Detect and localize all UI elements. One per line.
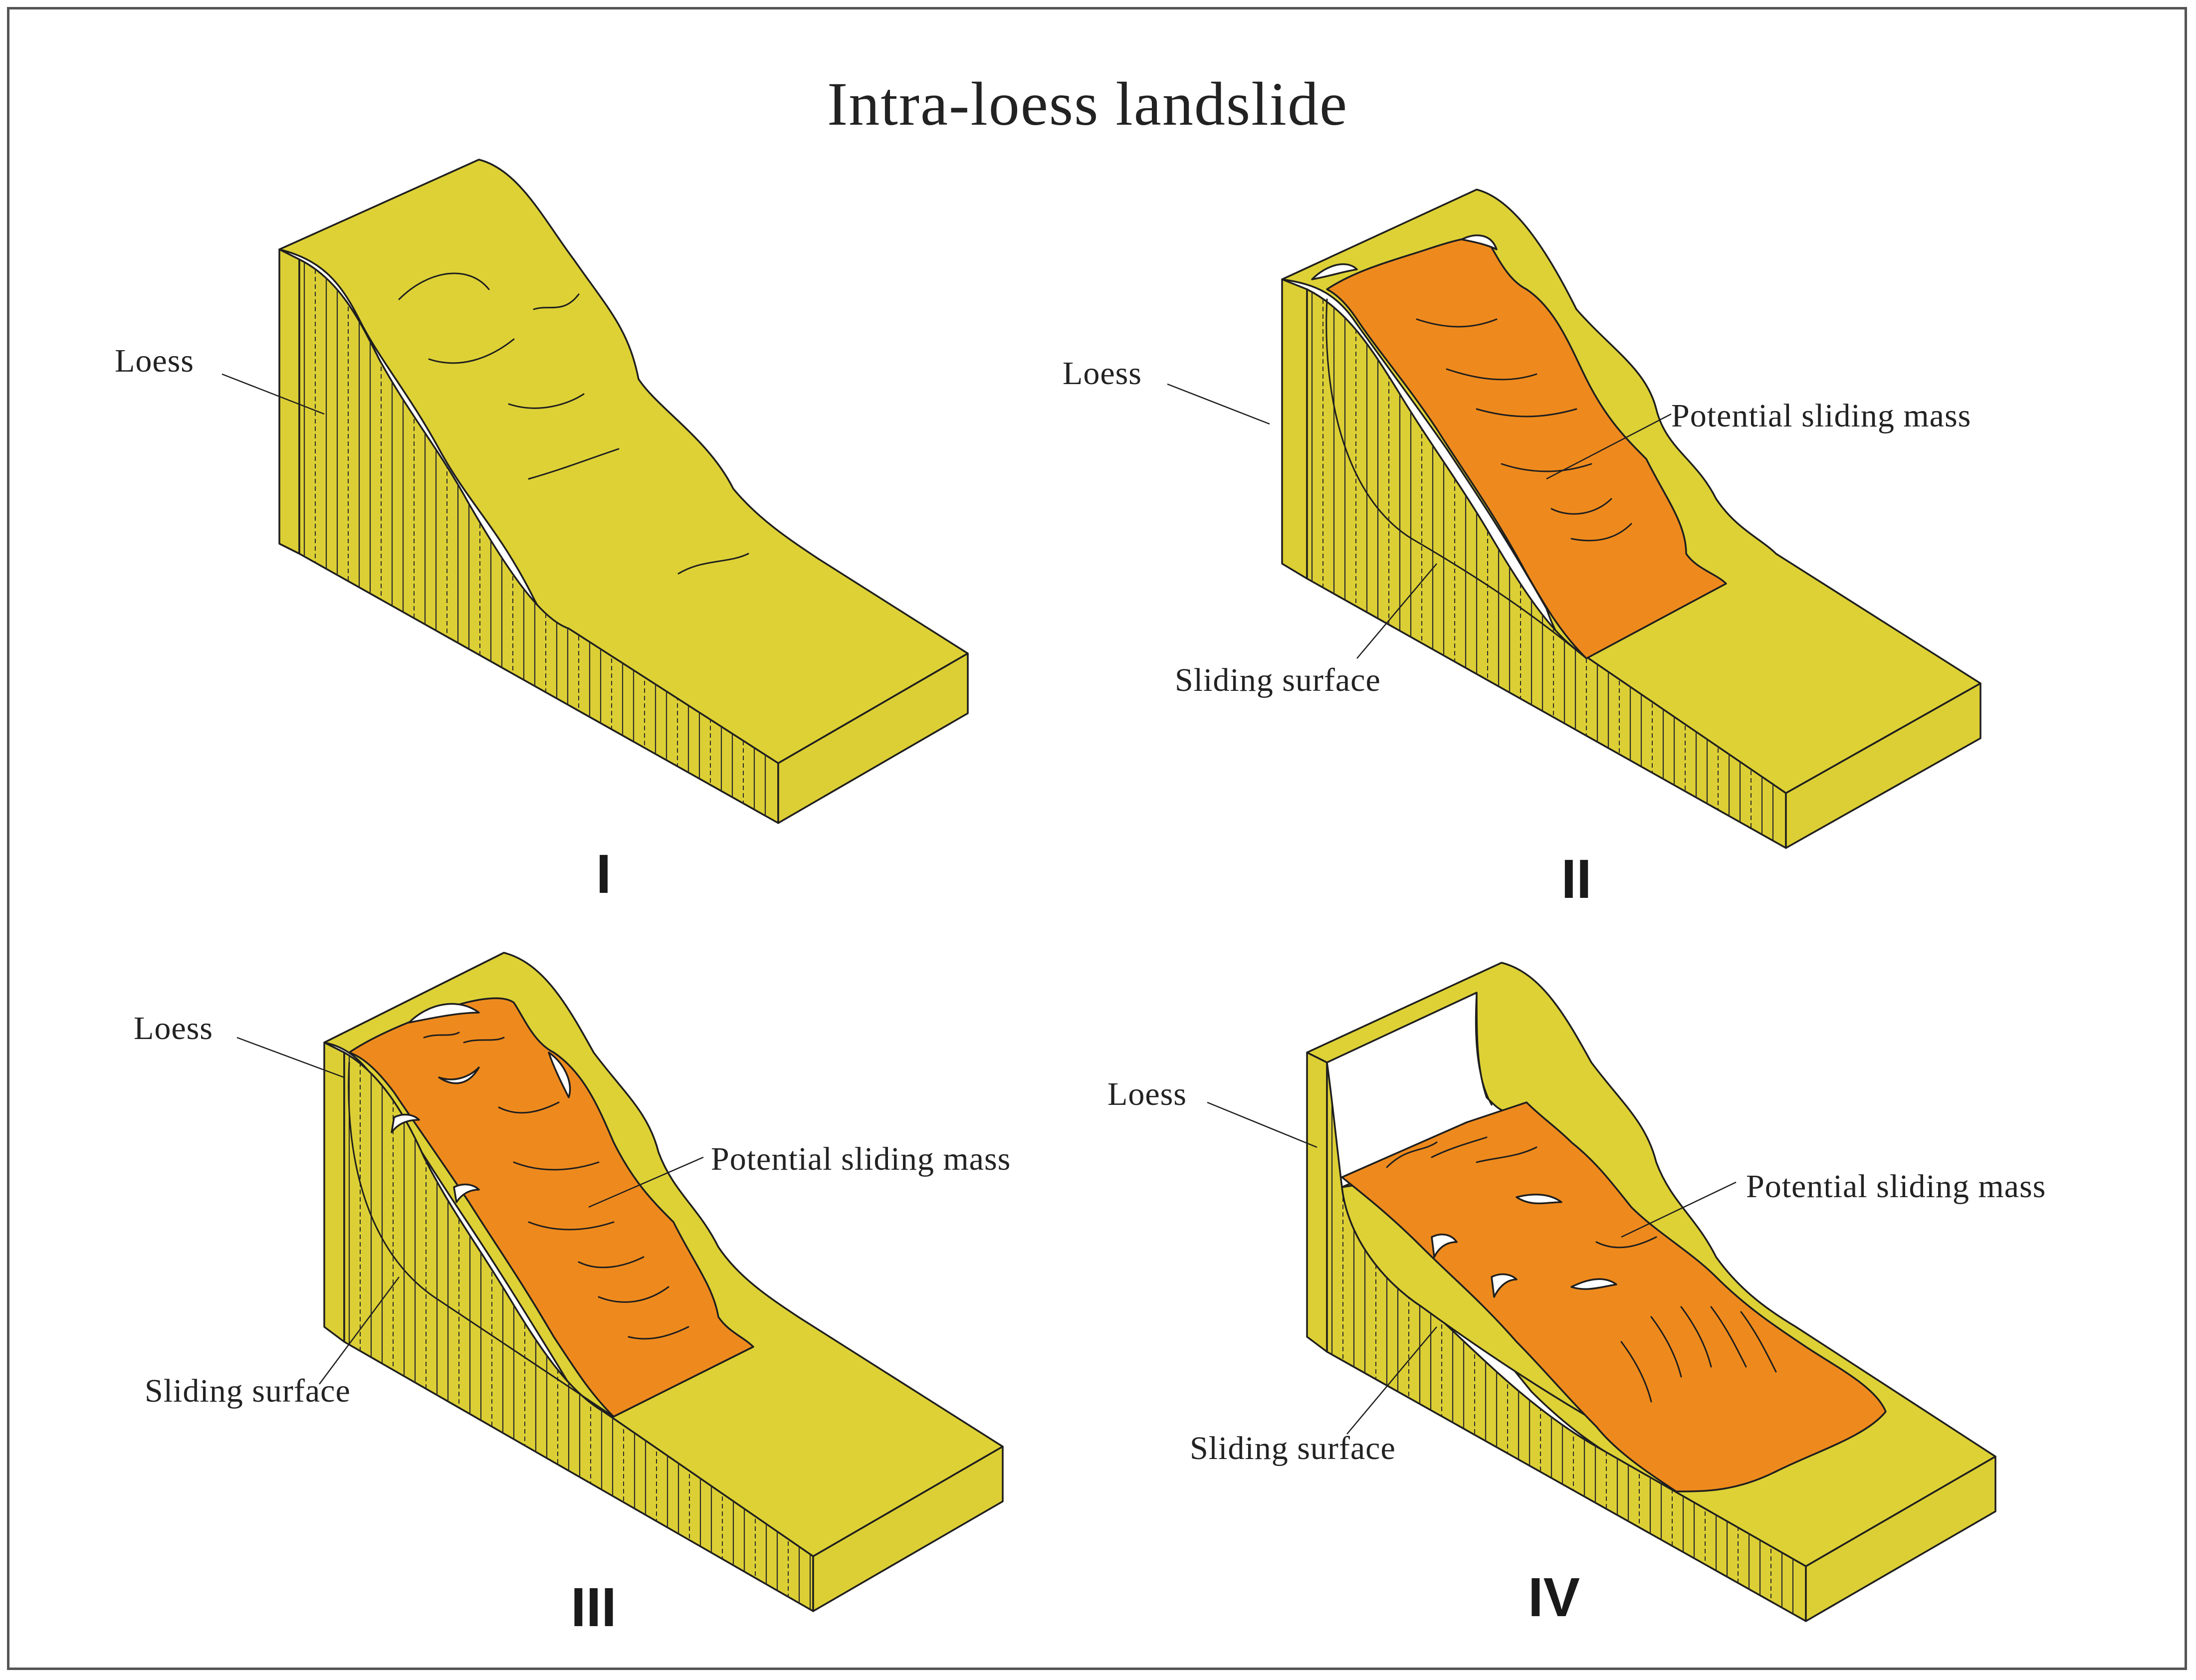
tension-crack: [438, 1066, 480, 1084]
mass-crack: [1386, 1141, 1438, 1168]
sliding-mass-label: Potential sliding mass: [1746, 1168, 2046, 1205]
tension-crack: [391, 1113, 420, 1133]
tension-crack: [1516, 1194, 1562, 1205]
scarp-crack: [408, 1003, 480, 1024]
mass-crack: [528, 1221, 615, 1231]
surface-crack: [508, 393, 585, 409]
loess-left-face: [278, 248, 300, 555]
loess-left-face: [1306, 1051, 1328, 1353]
tension-crack: [1431, 1234, 1458, 1258]
tension-crack: [1491, 1273, 1518, 1298]
loess-label: Loess: [134, 1010, 213, 1047]
mass-crack: [1595, 1236, 1657, 1249]
sliding-mass-label: Potential sliding mass: [711, 1141, 1011, 1177]
sliding-mass-leader-line: [1546, 413, 1672, 480]
mass-crack: [1650, 1316, 1682, 1378]
mass-crack: [1446, 368, 1537, 381]
panel-3: Loess Potential sliding mass Sliding sur…: [134, 952, 1011, 1638]
loess-leader-line: [1207, 1101, 1318, 1148]
scarp-crack: [1311, 263, 1358, 280]
mass-crack: [1740, 1311, 1777, 1373]
sliding-surface-trace: [348, 1061, 615, 1418]
loess-leader-line: [221, 373, 325, 415]
sliding-mass-leader-line: [1621, 1181, 1737, 1238]
scarp-edge: [1475, 992, 1493, 1106]
figure-title: Intra-loess landslide: [827, 70, 1348, 138]
panel-numeral: IV: [1528, 1567, 1580, 1628]
mass-crack: [598, 1286, 669, 1303]
loess-cross-section: [298, 258, 779, 824]
mass-crack: [513, 1161, 600, 1171]
sliding-surface-label: Sliding surface: [1175, 662, 1381, 698]
loess-leader-line: [1167, 383, 1270, 425]
loess-label: Loess: [115, 343, 194, 379]
landslide-scarp: [1326, 992, 1513, 1188]
scarp-crack: [548, 1051, 571, 1098]
sliding-surface-leader-line: [1346, 1326, 1437, 1435]
surface-crack: [528, 448, 620, 480]
sliding-surface-label: Sliding surface: [1190, 1430, 1396, 1467]
sliding-mass-leader-line: [588, 1156, 704, 1208]
surface-crack: [428, 338, 515, 364]
surface-crack: [677, 553, 749, 575]
loess-label: Loess: [1063, 355, 1142, 392]
loess-leader-line: [236, 1037, 345, 1078]
mass-crack: [1476, 408, 1577, 418]
panel-numeral: I: [596, 843, 612, 905]
panel-4: Loess Potential sliding mass Sliding sur…: [1107, 962, 2046, 1628]
tension-crack: [453, 1183, 480, 1203]
loess-end-face: [1805, 1456, 1996, 1622]
mass-crack: [1431, 1136, 1488, 1158]
mass-crack: [1680, 1306, 1712, 1368]
loess-label: Loess: [1107, 1076, 1187, 1112]
mass-crack: [628, 1326, 689, 1340]
mass-crack: [498, 1101, 560, 1114]
loess-left-face: [1281, 278, 1308, 580]
panel-numeral: III: [571, 1577, 617, 1638]
mass-crack: [1550, 498, 1612, 515]
mass-crack: [423, 1032, 460, 1039]
loess-left-face: [323, 1042, 345, 1343]
sliding-surface-leader-line: [318, 1276, 400, 1385]
loess-end-face: [1785, 682, 1981, 849]
mass-crack: [1501, 463, 1592, 472]
mass-crack: [1620, 1341, 1652, 1403]
sliding-mass-label: Potential sliding mass: [1671, 398, 1971, 434]
scarp-crack: [1461, 234, 1498, 250]
potential-sliding-mass: [1341, 1101, 1887, 1492]
panel-numeral: II: [1561, 848, 1591, 910]
tension-crack: [1570, 1278, 1617, 1290]
mass-crack: [578, 1256, 645, 1268]
mass-crack: [1710, 1306, 1747, 1368]
loess-cross-section: [1306, 288, 1787, 849]
mass-crack: [463, 1037, 505, 1044]
sliding-surface-trace: [1325, 298, 1587, 659]
loess-end-face: [777, 652, 969, 824]
sliding-surface-leader-line: [1356, 563, 1437, 659]
surface-crack: [398, 272, 490, 300]
mass-crack: [1416, 318, 1498, 328]
mass-crack: [1476, 1146, 1537, 1163]
sliding-surface-label: Sliding surface: [145, 1373, 351, 1409]
surface-crack: [533, 293, 580, 310]
loess-end-face: [812, 1446, 1004, 1612]
mass-crack: [1570, 523, 1632, 542]
